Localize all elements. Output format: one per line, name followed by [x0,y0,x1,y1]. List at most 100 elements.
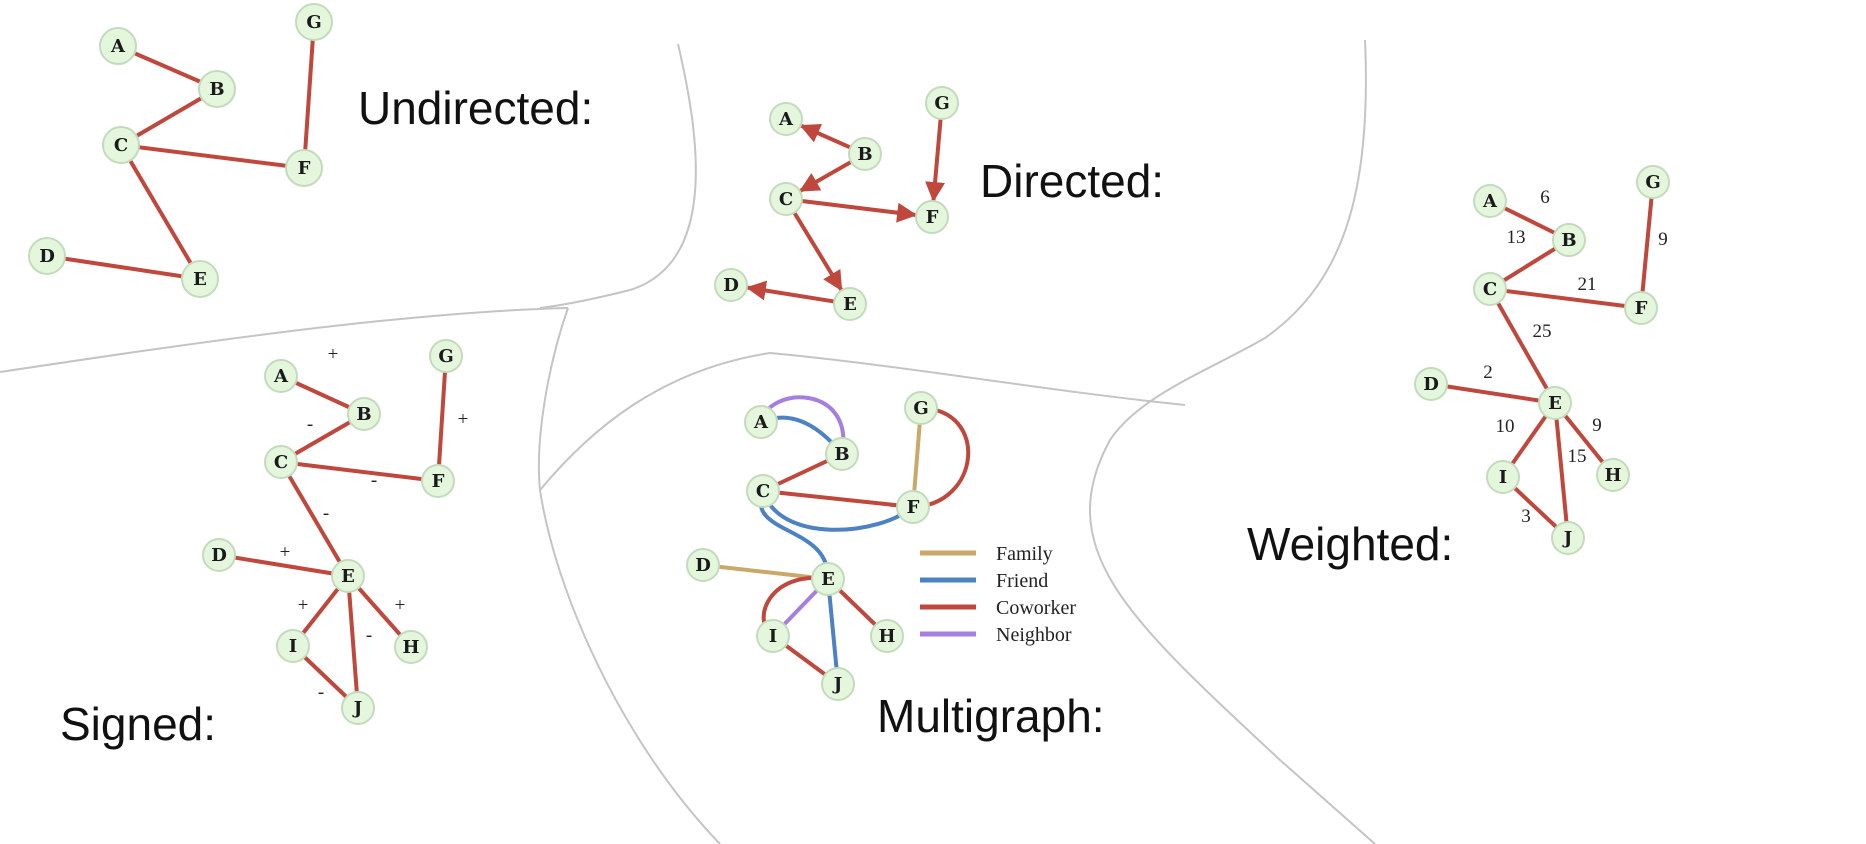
undirected-node-c [102,126,140,164]
legend-label-friend: Friend [996,570,1048,592]
weighted-edge-weight-d-e: 2 [1483,362,1493,383]
signed-node-label-b: B [356,404,371,425]
weighted-edge-weight-b-c: 13 [1507,227,1526,248]
multigraph-edge-f-g-coworker [911,406,971,509]
signed-node-h [394,630,428,664]
weighted-edge-weight-i-j: 3 [1521,506,1531,527]
multigraph-node-i [756,619,790,653]
weighted-edge-weight-e-j: 15 [1568,446,1587,467]
signed-node-label-h: H [402,637,419,658]
divider-signed-directed [537,307,721,844]
weighted-edge-c-f [1488,287,1643,310]
undirected-node-label-f: F [298,158,311,179]
weighted-node-h [1596,458,1630,492]
multigraph-node-label-f: F [907,497,920,518]
multigraph-node-h [870,619,904,653]
signed-edge-d-e [217,553,350,578]
signed-node-a [264,359,298,393]
directed-node-label-c: C [779,189,793,210]
multigraph-edge-c-f-coworker [761,489,915,509]
undirected-edge-c-e [119,143,202,281]
directed-node-g [925,86,959,120]
signed-node-label-c: C [274,452,288,473]
undirected-node-e [181,260,219,298]
directed-node-d [714,268,748,302]
signed-node-label-i: I [289,636,297,657]
signed-edge-c-e [279,460,350,578]
weighted-edge-weight-c-f: 21 [1578,274,1597,295]
directed-edge-g-f [925,114,946,203]
weighted-node-d [1414,367,1448,401]
signed-node-b [347,397,381,431]
weighted-node-i [1486,460,1520,494]
directed-node-b [848,137,882,171]
signed-label: Signed: [60,698,216,750]
multigraph-node-c [746,474,780,508]
directed-node-a [769,102,803,136]
signed-edge-c-f [279,460,440,483]
multigraph-node-j [821,667,855,701]
weighted-node-e [1538,386,1572,420]
multigraph-label: Multigraph: [877,690,1105,742]
multigraph-node-g [904,391,938,425]
signed-node-j [341,691,375,725]
multigraph-node-label-a: A [753,412,769,433]
signed-edge-sign-c-e: - [323,503,329,524]
undirected-node-b [198,70,236,108]
undirected-node-label-c: C [114,135,128,156]
signed-edge-sign-e-i: + [298,595,309,616]
weighted-node-j [1551,521,1585,555]
signed-node-label-g: G [438,346,453,367]
directed-node-label-e: E [843,294,857,315]
undirected-node-d [28,237,66,275]
weighted-edge-weight-e-i: 10 [1496,416,1515,437]
directed-edge-b-a [799,123,855,151]
weighted-node-f [1624,291,1658,325]
weighted-node-a [1473,184,1507,218]
multigraph-node-b [825,437,859,471]
weighted-edge-weight-e-h: 9 [1592,415,1602,436]
weighted-node-label-f: F [1635,298,1648,319]
weighted-node-label-d: D [1423,374,1439,395]
directed-edge-c-f [797,198,918,223]
weighted-node-label-a: A [1482,191,1498,212]
multigraph-node-label-g: G [913,398,928,419]
directed-label: Directed: [980,155,1164,207]
signed-node-label-e: E [341,566,355,587]
weighted-node-label-h: H [1604,465,1621,486]
signed-node-e [331,559,365,593]
undirected-node-a [99,27,137,65]
signed-edge-sign-c-f: - [371,470,377,491]
multigraph-node-label-e: E [821,569,835,590]
directed-node-label-a: A [778,109,794,130]
signed-edge-sign-i-j: - [318,682,324,703]
weighted-edge-d-e [1429,382,1557,405]
undirected-node-label-g: G [306,12,321,33]
weighted-edge-c-e [1488,287,1557,405]
undirected-node-label-d: D [39,246,55,267]
weighted-node-label-i: I [1499,467,1507,488]
signed-edge-sign-f-g: + [458,409,469,430]
directed-node-label-d: D [723,275,739,296]
weighted-edge-f-g [1639,180,1655,310]
undirected-node-label-e: E [193,269,207,290]
directed-node-label-f: F [926,207,939,228]
weighted-node-c [1473,272,1507,306]
signed-edge-sign-b-c: - [307,414,313,435]
undirected-label: Undirected: [358,82,593,134]
undirected-node-f [285,149,323,187]
divider-undirected-directed [539,43,697,309]
signed-edge-f-g [436,354,448,483]
signed-edge-sign-a-b: + [328,344,339,365]
signed-edge-sign-d-e: + [280,542,291,563]
multigraph-node-e [811,562,845,596]
directed-edge-c-e [791,208,844,292]
directed-node-c [769,182,803,216]
divider-directed-multigraph [539,351,1186,491]
signed-edge-e-j [346,574,360,710]
legend-label-neighbor: Neighbor [996,624,1072,646]
signed-edge-sign-e-j: - [366,625,372,646]
